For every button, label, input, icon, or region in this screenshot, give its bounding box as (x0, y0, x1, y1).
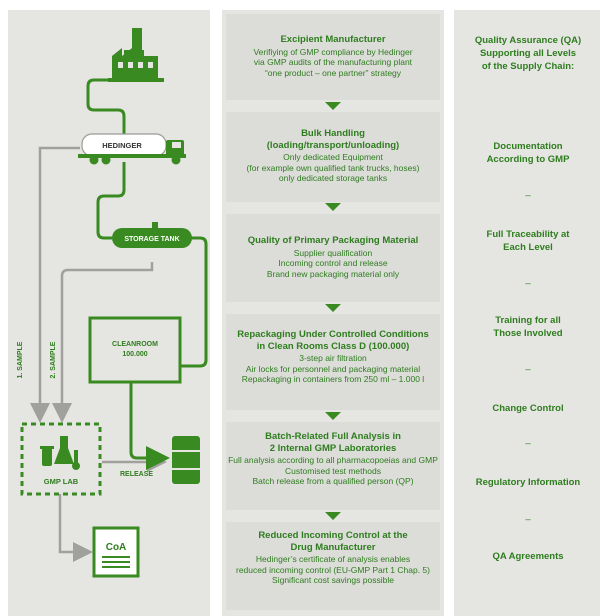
qa-header-line: Supporting all Levels (479, 48, 577, 59)
qa-change-control: Change Control (458, 402, 598, 415)
step-line: Brand new packaging material only (266, 268, 400, 279)
step-line: Full analysis according to all pharmacop… (228, 455, 438, 465)
lab-glassware-icon (40, 436, 80, 470)
step-line: (for example own qualified tank trucks, … (246, 162, 420, 173)
qa-separator: – (525, 514, 531, 525)
step-repackaging: Repackaging Under Controlled Conditions … (226, 314, 440, 410)
step-title: Batch-Related Full Analysis in (265, 431, 401, 442)
flow-arrow-icon (325, 203, 341, 211)
release-label: RELEASE (120, 471, 153, 478)
qa-separator: – (525, 278, 531, 289)
step-line: Incoming control and release (278, 258, 388, 268)
tank-to-cleanroom-line (180, 236, 208, 368)
step-line: Verifiying of GMP compliance by Hedinger (253, 46, 413, 57)
flow-arrow-icon (325, 412, 341, 420)
qa-separator: – (525, 438, 531, 449)
truck-to-tank-line (96, 162, 126, 240)
cleanroom-class-label: 100.000 (122, 351, 147, 358)
coa-label: CoA (106, 542, 127, 553)
flow-arrow-icon (325, 102, 341, 110)
coa-document-icon: CoA (92, 526, 140, 578)
qa-header-line: Quality Assurance (QA) (474, 35, 582, 46)
step-bulk-handling: Bulk Handling (loading/transport/unloadi… (226, 112, 440, 202)
qa-item-line: According to GMP (486, 154, 570, 165)
qa-item-line: Regulatory Information (475, 477, 581, 488)
factory-icon (108, 28, 164, 82)
step-line: reduced incoming control (EU-GMP Part 1 … (235, 564, 430, 575)
qa-header: Quality Assurance (QA) Supporting all Le… (458, 34, 598, 73)
sample2-line (52, 262, 154, 423)
step-line: Supplier qualification (293, 247, 373, 258)
gmp-lab-label: GMP LAB (44, 477, 79, 486)
gmp-lab-box: GMP LAB (20, 422, 102, 496)
cleanroom-to-drum-line (129, 382, 170, 470)
qa-item-line: Those Involved (493, 328, 563, 339)
step-line: Hedinger’s certificate of analysis enabl… (255, 554, 411, 564)
qa-training: Training for all Those Involved (458, 314, 598, 340)
qa-item-line: Training for all (495, 315, 561, 326)
step-line: Customised test methods (285, 465, 381, 476)
step-title: Reduced Incoming Control at the (258, 530, 408, 541)
step-line: Significant cost savings possible (272, 575, 394, 585)
step-title: Bulk Handling (301, 128, 365, 139)
qa-regulatory-information: Regulatory Information (458, 476, 598, 489)
qa-item-line: Documentation (493, 141, 563, 152)
qa-header-line: of the Supply Chain: (481, 61, 575, 72)
step-line: Only dedicated Equipment (283, 152, 383, 162)
step-batch-analysis: Batch-Related Full Analysis in 2 Interna… (226, 422, 440, 510)
flow-arrow-icon (325, 512, 341, 520)
coa-line (58, 494, 93, 562)
step-reduced-incoming-control: Reduced Incoming Control at the Drug Man… (226, 522, 440, 610)
step-title: 2 Internal GMP Laboratories (269, 442, 397, 454)
storage-tank-label: STORAGE TANK (124, 236, 179, 243)
step-title: Quality of Primary Packaging Material (247, 235, 419, 246)
step-line: only dedicated storage tanks (278, 173, 388, 183)
step-title: (loading/transport/unloading) (266, 139, 400, 151)
right-panel (454, 10, 600, 616)
step-title: Repackaging Under Controlled Conditions (237, 329, 429, 340)
step-primary-packaging: Quality of Primary Packaging Material Su… (226, 214, 440, 302)
qa-item-line: Change Control (492, 403, 564, 414)
qa-separator: – (525, 364, 531, 375)
storage-tank-icon: STORAGE TANK (112, 222, 192, 248)
step-line: “one product – one partner” strategy (264, 67, 402, 78)
sample1-label: 1. SAMPLE (17, 341, 24, 378)
qa-item-line: Each Level (503, 242, 553, 253)
step-title: Drug Manufacturer (290, 541, 376, 553)
qa-traceability: Full Traceability at Each Level (458, 228, 598, 254)
cleanroom-label: CLEANROOM (112, 341, 158, 348)
sample2-label: 2. SAMPLE (50, 341, 57, 378)
step-title: in Clean Rooms Class D (100.000) (256, 340, 410, 352)
step-line: Air locks for personnel and packaging ma… (245, 363, 421, 374)
qa-item-line: Full Traceability at (486, 229, 570, 240)
step-title: Excipient Manufacturer (280, 34, 386, 45)
sample1-line (30, 146, 80, 423)
step-line: via GMP audits of the manufacturing plan… (253, 57, 413, 67)
qa-separator: – (525, 190, 531, 201)
step-line: Repackaging in containers from 250 ml – … (241, 374, 425, 384)
qa-agreements: QA Agreements (458, 550, 598, 563)
cleanroom-box: CLEANROOM 100.000 (88, 316, 182, 384)
tank-truck-icon: HEDINGER (78, 133, 186, 165)
flow-arrow-icon (325, 304, 341, 312)
qa-documentation: Documentation According to GMP (458, 140, 598, 166)
truck-brand-label: HEDINGER (102, 141, 142, 150)
qa-item-line: QA Agreements (492, 551, 564, 562)
factory-to-truck-line (86, 78, 126, 138)
drum-icon (172, 436, 200, 484)
step-line: Batch release from a qualified person (Q… (252, 476, 414, 486)
step-excipient-manufacturer: Excipient Manufacturer Verifiying of GMP… (226, 14, 440, 100)
step-line: 3-step air filtration (299, 353, 367, 363)
